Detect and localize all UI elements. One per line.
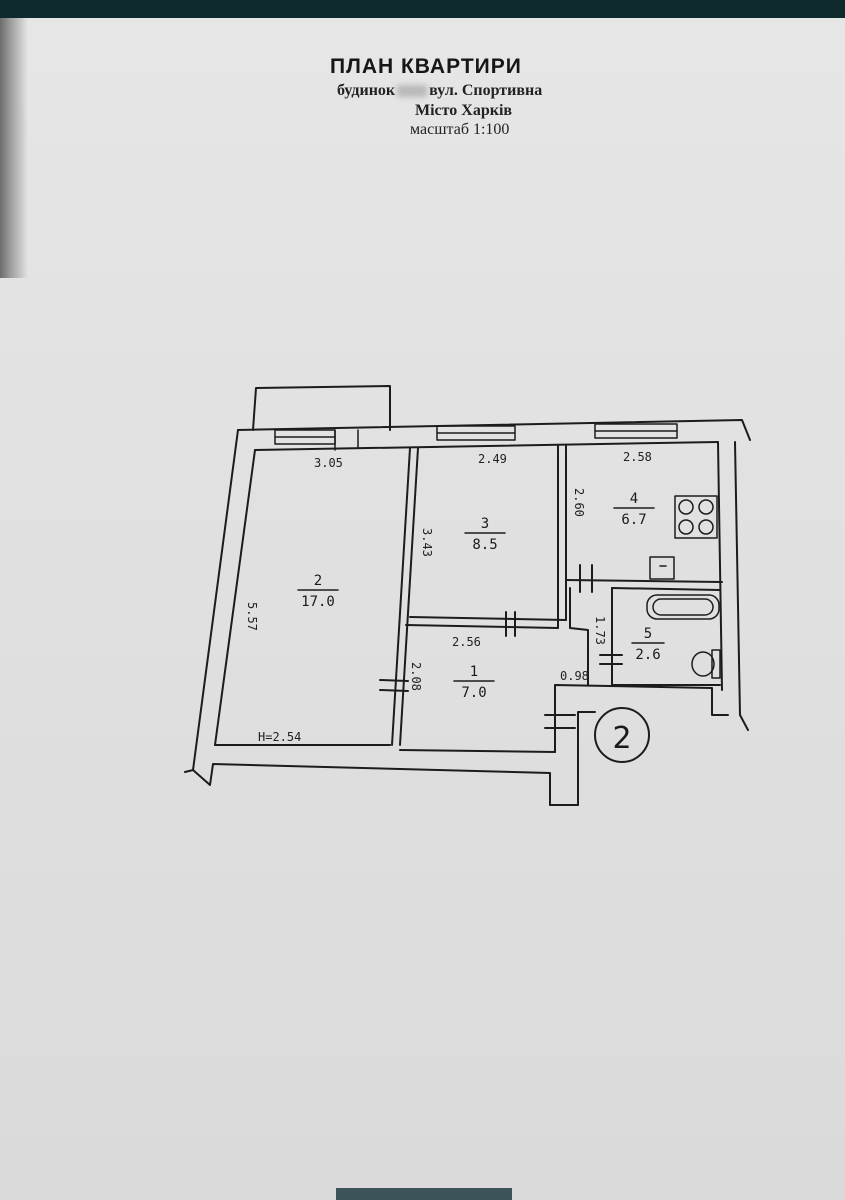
room-1-number: 1: [470, 664, 478, 680]
room-1-area: 7.0: [461, 685, 486, 701]
wall-room3-room4: [405, 445, 559, 629]
room-4-number: 4: [630, 491, 638, 507]
dim-room3-length: 3.43: [420, 528, 434, 557]
bathtub-icon: [646, 594, 720, 620]
window-room2: [274, 429, 336, 445]
room-3-area: 8.5: [472, 537, 497, 553]
dim-room2-width: 3.05: [314, 456, 343, 470]
dim-corridor-width: 0.98: [560, 669, 589, 683]
outer-wall-right-outer: [734, 441, 749, 731]
room-5-area: 2.6: [635, 647, 660, 663]
room-5-number: 5: [644, 626, 652, 642]
outer-wall-left-outer: [192, 429, 239, 771]
scale-line: масштаб 1:100: [410, 121, 510, 138]
dim-room3-width: 2.49: [478, 452, 507, 466]
outer-wall-top-outer: [237, 419, 751, 441]
room-4-area: 6.7: [621, 512, 646, 528]
dim-room4-width: 2.58: [623, 450, 652, 464]
outer-wall-top-inner: [254, 441, 719, 451]
room-2-number: 2: [314, 573, 322, 589]
room-3-number: 3: [481, 516, 489, 532]
window-room3: [436, 425, 516, 441]
dim-room4-length: 2.60: [572, 488, 586, 517]
outer-wall-right-inner: [717, 441, 723, 691]
home-indicator: [336, 1188, 512, 1200]
top-bar: [0, 0, 845, 18]
apartment-number: 2: [612, 721, 631, 756]
address-street: вул. Спортивна: [429, 82, 543, 99]
dim-hall-length: 2.08: [409, 662, 423, 691]
dim-room2-length: 5.57: [245, 602, 259, 631]
toilet-icon: [691, 649, 721, 679]
apartment-number-circle: [594, 707, 650, 763]
outer-wall-bottom-outer: [184, 763, 551, 806]
address-line: будинок вул. Спортивна: [337, 82, 542, 100]
dim-hall-width: 2.56: [452, 635, 481, 649]
stair-wall: [577, 711, 596, 806]
room-2-area: 17.0: [301, 594, 335, 610]
window-room2-door: [334, 429, 359, 451]
paper-sheet: [0, 18, 845, 1200]
wall-room2-room3: [399, 447, 419, 746]
stove-icon: [674, 495, 718, 539]
address-prefix: будинок: [337, 82, 396, 99]
document-title: ПЛАН КВАРТИРИ: [330, 55, 522, 78]
hall-bottom-wall: [399, 749, 556, 753]
sink-icon: [649, 556, 675, 580]
balcony: [252, 385, 391, 431]
outer-wall-left-inner: [214, 449, 256, 746]
paper-edge-shadow: [0, 18, 28, 278]
wall-bath: [611, 587, 721, 686]
dim-ceiling-height: H=2.54: [258, 730, 301, 744]
city-line: Місто Харків: [415, 102, 513, 119]
dim-bath-length: 1.73: [593, 616, 607, 645]
window-room4: [594, 423, 678, 439]
wall-kitchen-bottom: [565, 579, 723, 583]
redacted-house-number: [397, 85, 428, 98]
wall-hall-bath: [569, 587, 589, 686]
entrance-wall: [554, 684, 729, 753]
